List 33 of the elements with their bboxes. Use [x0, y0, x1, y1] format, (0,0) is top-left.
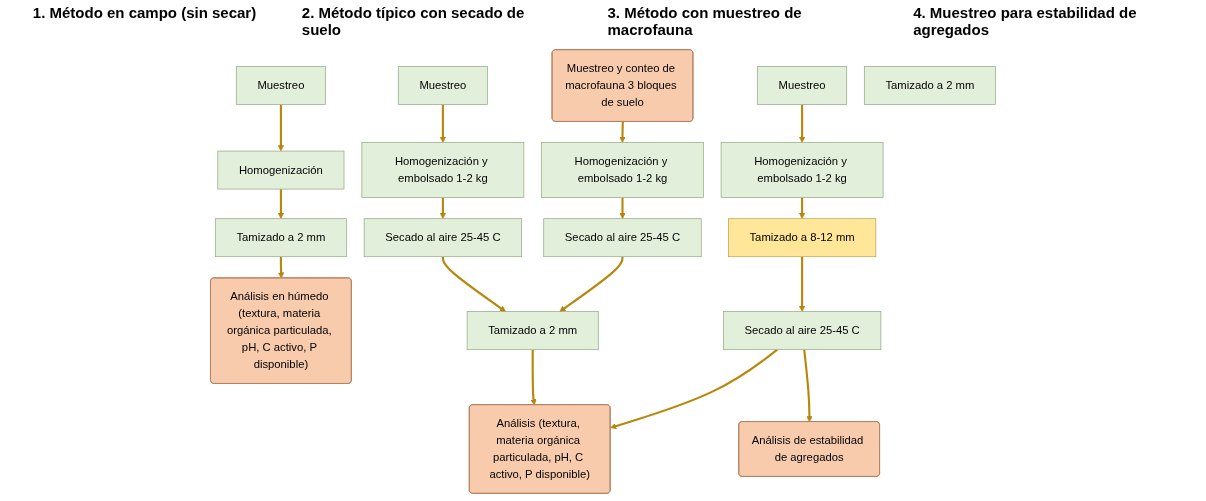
node-box: Tamizado a 2 mm — [466, 311, 599, 351]
column-heading: 1. Método en campo (sin secar) — [32, 4, 257, 23]
arrow — [559, 256, 624, 312]
arrow — [278, 256, 285, 279]
arrow — [619, 197, 626, 219]
arrow — [799, 197, 806, 219]
node-box: Muestreo — [235, 66, 326, 105]
node-box: Homogenización y embolsado 1-2 kg — [720, 142, 884, 198]
node-box: Homogenización — [217, 150, 345, 190]
node-box: Secado al aire 25-45 C — [363, 218, 522, 258]
node-box: Homogenización y embolsado 1-2 kg — [541, 142, 704, 198]
arrow — [799, 256, 806, 312]
node-box: Tamizado a 2 mm — [214, 218, 347, 258]
column-heading: 4. Muestreo para estabilidad de agregados — [913, 4, 1138, 40]
arrow — [803, 349, 813, 423]
node-box: Tamizado a 2 mm — [863, 66, 996, 105]
node-box: Secado al aire 25-45 C — [543, 218, 702, 258]
arrow — [439, 197, 446, 219]
arrow — [610, 348, 778, 430]
arrow — [619, 121, 626, 143]
arrow — [530, 349, 537, 406]
node-box: Muestreo — [397, 66, 488, 105]
column-heading: 2. Método típico con secado de suelo — [301, 4, 526, 40]
node-box: Homogenización y embolsado 1-2 kg — [361, 142, 525, 198]
arrow — [439, 104, 446, 143]
node-box: Secado al aire 25-45 C — [723, 311, 882, 351]
arrow — [799, 104, 806, 143]
column-heading: 3. Método con muestreo de macrofauna — [607, 4, 803, 40]
arrow — [277, 189, 284, 219]
node-box: Tamizado a 8-12 mm — [728, 218, 877, 258]
arrow — [441, 256, 507, 312]
arrow — [277, 104, 284, 152]
node-box: Muestreo — [757, 66, 848, 105]
